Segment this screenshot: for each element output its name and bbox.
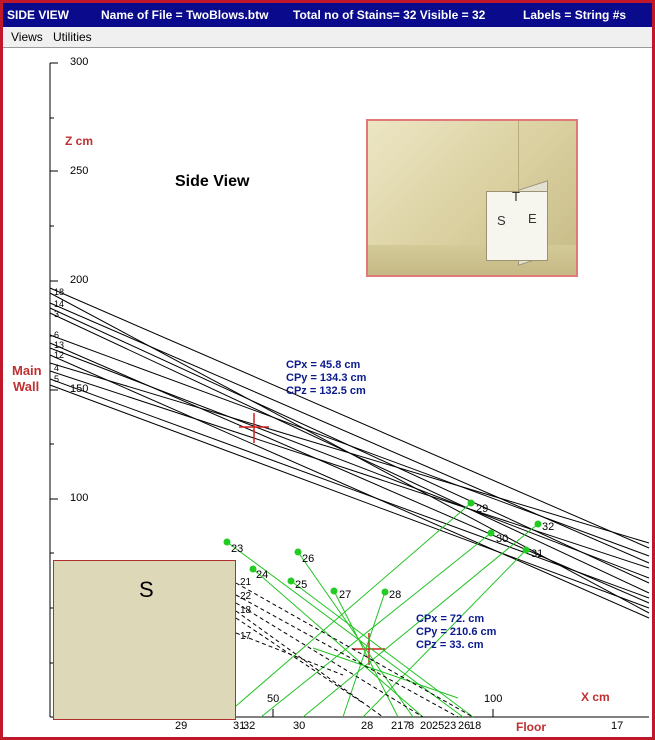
x-tick-50: 50 <box>267 693 280 705</box>
floor-tick: 17 <box>611 720 624 732</box>
file-name: Name of File = TwoBlows.btw <box>101 8 269 22</box>
floor-tick: 20 <box>420 720 433 732</box>
menu-views[interactable]: Views <box>11 30 43 44</box>
wall-string-label: 18 <box>54 287 65 297</box>
window-title: SIDE VIEW <box>7 8 70 22</box>
labels-mode: Labels = String #s <box>523 8 627 22</box>
z-tick-100: 100 <box>70 492 89 504</box>
floor-tick: 26 <box>458 720 471 732</box>
floor-tick: 25 <box>432 720 445 732</box>
surface-box: S <box>53 560 236 720</box>
scene-photo: S E T <box>366 119 578 277</box>
floor-tick: 8 <box>408 720 415 732</box>
stain-label: 22 <box>240 591 252 602</box>
green-string-lines <box>226 502 539 718</box>
stain-count: Total no of Stains= 32 Visible = 32 <box>293 8 486 22</box>
x-axis-label: X cm <box>581 690 610 704</box>
convergence-point-1 <box>239 413 269 443</box>
stain-label: 30 <box>496 533 509 545</box>
z-axis-label: Z cm <box>65 134 94 148</box>
floor-label: Floor <box>516 720 546 734</box>
upper-string-lines <box>49 287 650 619</box>
z-tick-300: 300 <box>70 56 89 68</box>
stain-label: 28 <box>389 589 402 601</box>
stain-label: 18 <box>240 605 252 616</box>
floor-tick: 28 <box>361 720 374 732</box>
title-bar: SIDE VIEW Name of File = TwoBlows.btw To… <box>3 3 652 27</box>
stain-dots <box>223 499 542 596</box>
photo-label-t: T <box>512 189 520 204</box>
wall-string-label: 3 <box>54 309 60 319</box>
wall-label-wall: Wall <box>13 379 40 394</box>
cp1-y: CPy = 134.3 cm <box>286 372 367 384</box>
floor-tick: 32 <box>243 720 256 732</box>
floor-tick: 31 <box>233 720 246 732</box>
side-view-plot <box>49 62 650 718</box>
stain-label: 29 <box>476 503 489 515</box>
floor-tick: 23 <box>444 720 457 732</box>
cp2-z: CPz = 33. cm <box>416 639 484 651</box>
wall-string-label: 12 <box>54 350 65 360</box>
stain-label: 26 <box>302 553 315 565</box>
stain-label: 17 <box>240 631 252 642</box>
photo-box <box>486 191 548 261</box>
floor-tick: 30 <box>293 720 306 732</box>
wall-string-label: 14 <box>54 299 65 309</box>
stain-label: 25 <box>295 579 308 591</box>
wall-label-main: Main <box>12 363 42 378</box>
z-tick-250: 250 <box>70 165 89 177</box>
view-title: Side View <box>175 173 250 190</box>
surface-box-label: S <box>139 577 154 602</box>
floor-tick: 217 <box>391 720 410 732</box>
stain-label: 21 <box>240 577 252 588</box>
photo-label-s: S <box>497 213 506 228</box>
stain-label: 31 <box>531 548 544 560</box>
stain-label: 23 <box>231 543 244 555</box>
floor-tick: 18 <box>469 720 482 732</box>
dashed-string-lines <box>235 582 474 718</box>
z-tick-200: 200 <box>70 274 89 286</box>
wall-string-label: 13 <box>54 340 65 350</box>
cp2-x: CPx = 72. cm <box>416 613 485 625</box>
cp1-x: CPx = 45.8 cm <box>286 359 361 371</box>
stain-label: 27 <box>339 589 352 601</box>
wall-string-label: 5 <box>54 374 60 384</box>
stain-label: 32 <box>542 521 555 533</box>
floor-tick: 29 <box>175 720 188 732</box>
cp2-y: CPy = 210.6 cm <box>416 626 497 638</box>
x-tick-100: 100 <box>484 693 503 705</box>
stain-label: 24 <box>256 569 269 581</box>
menu-bar: Views Utilities <box>3 27 652 48</box>
z-tick-150: 150 <box>70 383 89 395</box>
cp1-z: CPz = 132.5 cm <box>286 385 366 397</box>
menu-utilities[interactable]: Utilities <box>53 30 92 44</box>
photo-label-e: E <box>528 211 537 226</box>
wall-string-label: 6 <box>54 330 60 340</box>
wall-string-label: 4 <box>54 363 60 373</box>
